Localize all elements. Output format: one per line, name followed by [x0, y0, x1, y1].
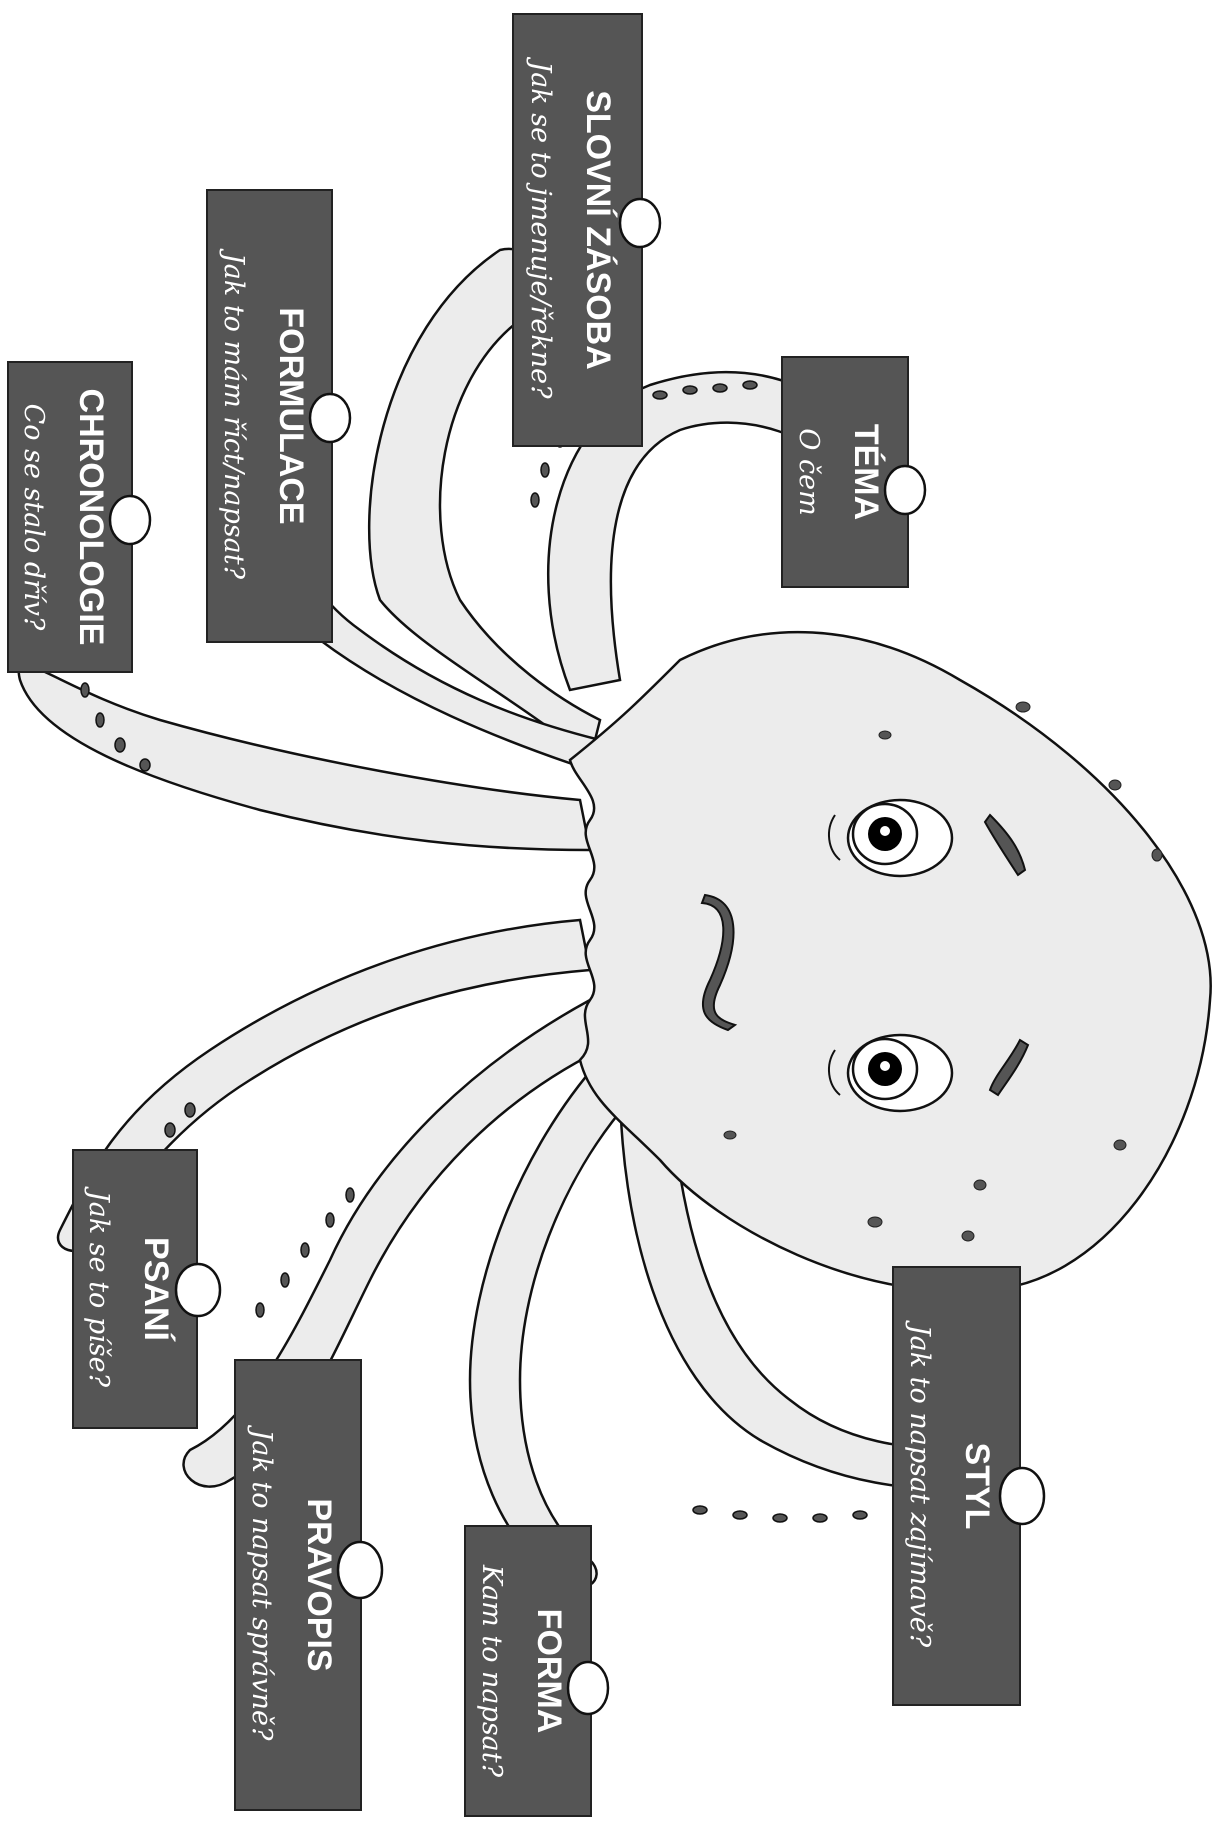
sign-styl: STYL Jak to napsat zajímavě? — [892, 1266, 1046, 1706]
sign-formulace: FORMULACE Jak to mám říct/napsat? — [206, 189, 352, 643]
head-outline — [568, 630, 1212, 1293]
tentacle-form — [468, 1058, 632, 1590]
sign-subtitle: O čem — [793, 428, 824, 515]
sign-title: FORMA — [530, 1609, 568, 1734]
right-eye-icon — [828, 1033, 954, 1113]
sign-subtitle: Co se stalo dřív? — [18, 404, 49, 631]
sign-psani: PSANÍ Jak se to píše? — [72, 1149, 222, 1429]
left-brow — [983, 813, 1027, 877]
sign-title: STYL — [958, 1443, 996, 1530]
sign-title: TÉMA — [847, 424, 885, 520]
knob — [998, 1466, 1046, 1526]
sign-subtitle: Jak to mám říct/napsat? — [218, 248, 249, 580]
head-spots — [723, 701, 1163, 1242]
tentacle-chronology — [17, 663, 592, 852]
right-brow — [988, 1038, 1030, 1097]
sign-subtitle: Jak to napsat zajímavě? — [904, 1320, 935, 1648]
octopus-head — [568, 630, 1212, 1293]
sign-subtitle: Kam to napsat? — [476, 1564, 507, 1778]
knob — [108, 494, 152, 546]
tentacle-writing — [56, 918, 592, 1252]
sign-pravopis: PRAVOPIS Jak to napsat správně? — [234, 1359, 384, 1811]
knob — [566, 1660, 610, 1716]
sign-title: PSANÍ — [137, 1237, 175, 1342]
sign-tema: TÉMA O čem — [781, 356, 927, 588]
sign-chronologie: CHRONOLOGIE Co se stalo dřív? — [7, 361, 152, 673]
knob — [308, 392, 352, 444]
sign-forma: FORMA Kam to napsat? — [464, 1525, 610, 1817]
sign-title: CHRONOLOGIE — [72, 389, 110, 646]
sign-subtitle: Jak se to jmenuje/řekne? — [525, 56, 556, 399]
sign-slovni-zasoba: SLOVNÍ ZÁSOBA Jak se to jmenuje/řekne? — [512, 13, 662, 447]
knob — [336, 1540, 384, 1600]
left-eye-icon — [828, 798, 954, 878]
sign-title: PRAVOPIS — [300, 1498, 338, 1671]
knob — [618, 197, 662, 249]
sign-subtitle: Jak to napsat správně? — [246, 1425, 277, 1741]
mouth — [700, 893, 738, 1032]
sign-title: FORMULACE — [272, 307, 310, 524]
suction-cups — [80, 380, 868, 1523]
knob — [883, 464, 927, 516]
sign-subtitle: Jak se to píše? — [83, 1186, 114, 1388]
knob — [174, 1262, 222, 1318]
sign-title: SLOVNÍ ZÁSOBA — [579, 90, 617, 370]
